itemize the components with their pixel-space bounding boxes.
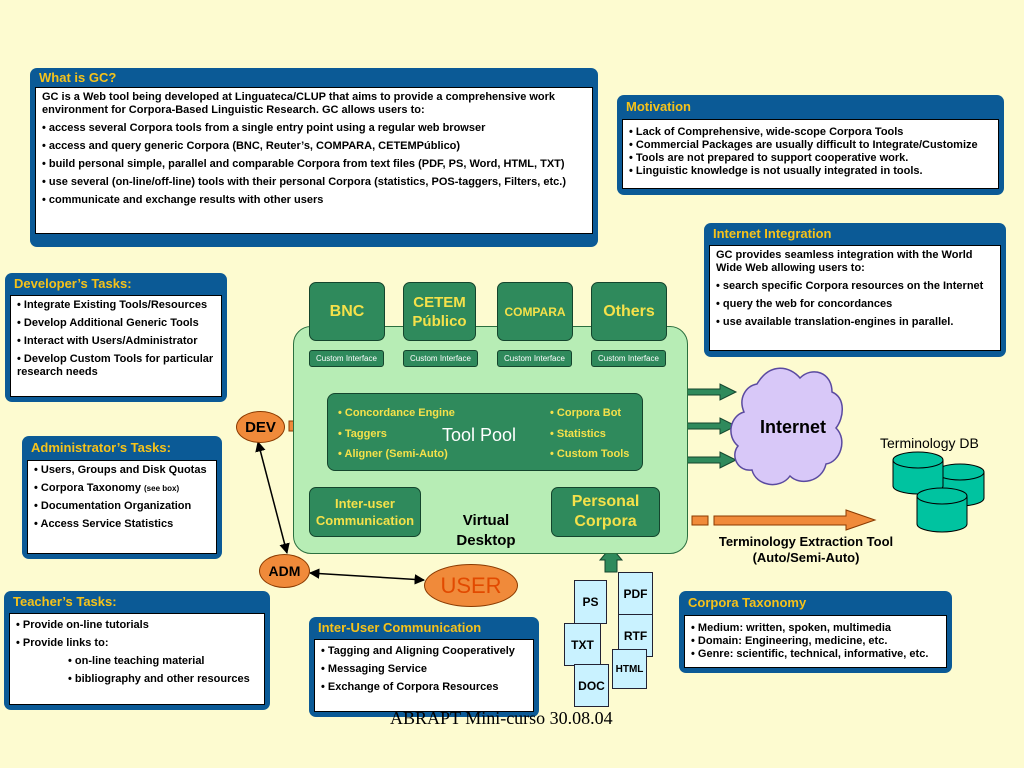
- corpus-others: Others: [591, 282, 667, 341]
- adm-node: ADM: [259, 554, 310, 588]
- developer-tasks-title: Developer’s Tasks:: [14, 276, 132, 291]
- tool-item: • Corpora Bot: [550, 407, 622, 419]
- teacher-tasks-panel: Teacher’s Tasks: • Provide on-line tutor…: [4, 591, 270, 710]
- file-txt-icon: TXT: [564, 623, 601, 666]
- tool-item: • Aligner (Semi-Auto): [338, 448, 448, 460]
- developer-task-item: • Integrate Existing Tools/Resources: [17, 299, 208, 311]
- corpus-bnc: BNC: [309, 282, 385, 341]
- term-arrow-head: [713, 509, 877, 531]
- custom-interface: Custom Interface: [497, 350, 572, 367]
- internet-integration-item: • use available translation-engines in p…: [716, 316, 954, 328]
- what-is-gc-item: • use several (on-line/off-line) tools w…: [42, 176, 567, 188]
- admin-task-item: • Documentation Organization: [34, 500, 192, 512]
- what-is-gc-intro: GC is a Web tool being developed at Ling…: [42, 91, 556, 116]
- motivation-item: • Lack of Comprehensive, wide-scope Corp…: [629, 126, 904, 138]
- tool-item: • Concordance Engine: [338, 407, 455, 419]
- terminology-tool-label: Terminology Extraction Tool (Auto/Semi-A…: [718, 534, 894, 565]
- motivation-panel: Motivation • Lack of Comprehensive, wide…: [617, 95, 1004, 195]
- what-is-gc-item: • access several Corpora tools from a si…: [42, 122, 486, 134]
- teacher-subtask-item: • bibliography and other resources: [68, 673, 250, 685]
- motivation-item: • Commercial Packages are usually diffic…: [629, 139, 978, 151]
- custom-interface: Custom Interface: [403, 350, 478, 367]
- teacher-task-item: • Provide links to:: [16, 637, 109, 649]
- inter-user-item: • Exchange of Corpora Resources: [321, 681, 499, 693]
- inter-user-panel: Inter-User Communication • Tagging and A…: [309, 617, 539, 717]
- internet-integration-panel: Internet Integration GC provides seamles…: [704, 223, 1006, 357]
- admin-task-item: • Access Service Statistics: [34, 518, 174, 530]
- what-is-gc-title: What is GC?: [39, 70, 117, 85]
- teacher-tasks-title: Teacher’s Tasks:: [13, 594, 117, 609]
- what-is-gc-item: • access and query generic Corpora (BNC,…: [42, 140, 461, 152]
- file-pdf-icon: PDF: [618, 572, 653, 616]
- taxonomy-item: • Medium: written, spoken, multimedia: [691, 622, 892, 634]
- corpora-taxonomy-panel: Corpora Taxonomy • Medium: written, spok…: [679, 591, 952, 673]
- see-box-note: (see box): [144, 484, 180, 493]
- taxonomy-item: • Domain: Engineering, medicine, etc.: [691, 635, 888, 647]
- inter-user-item: • Tagging and Aligning Cooperatively: [321, 645, 515, 657]
- internet-label: Internet: [760, 417, 827, 437]
- what-is-gc-item: • build personal simple, parallel and co…: [42, 158, 565, 170]
- teacher-task-item: • Provide on-line tutorials: [16, 619, 149, 631]
- file-doc-icon: DOC: [574, 664, 609, 707]
- motivation-title: Motivation: [626, 99, 691, 114]
- terminology-db-label: Terminology DB: [880, 435, 979, 451]
- tool-pool-label: Tool Pool: [442, 425, 517, 445]
- admin-task-item: • Corpora Taxonomy (see box): [34, 482, 180, 494]
- inter-user-item: • Messaging Service: [321, 663, 427, 675]
- developer-task-item: • Develop Additional Generic Tools: [17, 317, 199, 329]
- adm-user-arrow: [308, 568, 426, 585]
- user-node: USER: [424, 564, 518, 607]
- virtual-desktop-label: Virtual Desktop: [456, 512, 516, 549]
- developer-task-item: • Interact with Users/Administrator: [17, 335, 198, 347]
- file-html-icon: HTML: [612, 649, 647, 689]
- developer-task-item: • Develop Custom Tools for particular re…: [17, 353, 214, 378]
- corpus-compara: COMPARA: [497, 282, 573, 341]
- tool-item: • Custom Tools: [550, 448, 630, 460]
- developer-tasks-panel: Developer’s Tasks: • Integrate Existing …: [5, 273, 227, 402]
- inter-user-communication-box: Inter-user Communication: [309, 487, 421, 537]
- tool-pool-box: • Concordance Engine • Taggers • Aligner…: [327, 393, 643, 471]
- admin-tasks-title: Administrator’s Tasks:: [31, 440, 171, 455]
- footer-text: ABRAPT Mini-curso 30.08.04: [390, 708, 613, 728]
- motivation-item: • Linguistic knowledge is not usually in…: [629, 165, 923, 177]
- personal-corpora-box: Personal Corpora: [551, 487, 660, 537]
- corpus-cetem: CETEM Público: [403, 282, 476, 341]
- file-ps-icon: PS: [574, 580, 607, 624]
- internet-integration-item: • query the web for concordances: [716, 298, 893, 310]
- terminology-db-icon: [892, 451, 985, 533]
- tool-item: • Statistics: [550, 428, 606, 440]
- corpora-taxonomy-title: Corpora Taxonomy: [688, 595, 807, 610]
- internet-cloud: [730, 367, 843, 486]
- admin-tasks-panel: Administrator’s Tasks: • Users, Groups a…: [22, 436, 222, 559]
- dev-adm-arrow: [255, 440, 290, 555]
- what-is-gc-item: • communicate and exchange results with …: [42, 194, 324, 206]
- what-is-gc-panel: What is GC? GC is a Web tool being devel…: [30, 68, 598, 247]
- admin-task-item: • Users, Groups and Disk Quotas: [34, 464, 207, 476]
- term-arrow-dash-2: [691, 515, 709, 526]
- internet-integration-item: • search specific Corpora resources on t…: [716, 280, 984, 292]
- taxonomy-item: • Genre: scientific, technical, informat…: [691, 648, 929, 660]
- custom-interface: Custom Interface: [309, 350, 384, 367]
- custom-interface: Custom Interface: [591, 350, 666, 367]
- teacher-subtask-item: • on-line teaching material: [68, 655, 205, 667]
- motivation-item: • Tools are not prepared to support coop…: [629, 152, 909, 164]
- file-rtf-icon: RTF: [618, 614, 653, 657]
- internet-integration-intro: GC provides seamless integration with th…: [716, 249, 973, 274]
- inter-user-title: Inter-User Communication: [318, 620, 482, 635]
- dev-node: DEV: [236, 411, 285, 443]
- tool-item: • Taggers: [338, 428, 387, 440]
- internet-integration-title: Internet Integration: [713, 226, 832, 241]
